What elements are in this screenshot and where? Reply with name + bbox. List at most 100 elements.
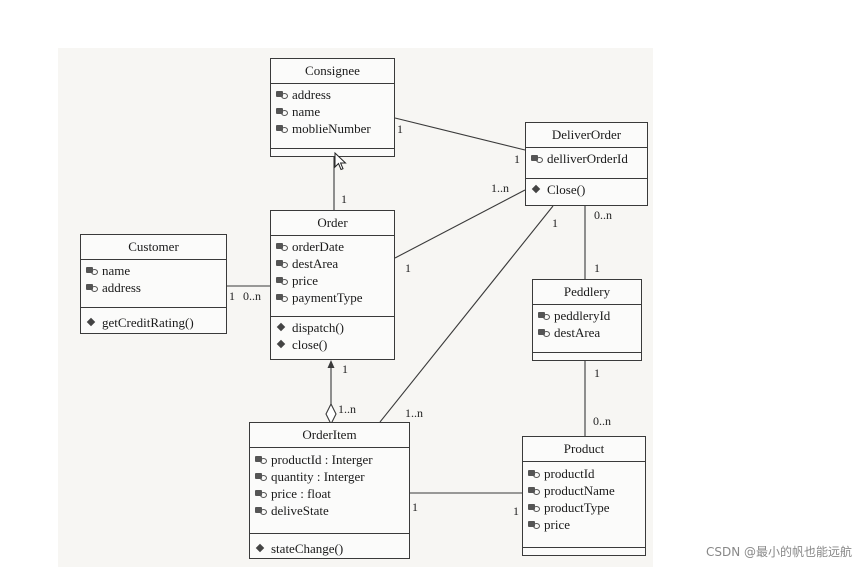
operation-compartment: Close() (526, 179, 647, 200)
multiplicity-label: 1 (342, 362, 348, 376)
attribute-row: destArea (538, 324, 641, 341)
operation-row: stateChange() (255, 540, 409, 557)
operation-icon (86, 318, 99, 328)
operation-compartment: stateChange() (250, 534, 409, 559)
attribute-icon (255, 455, 268, 465)
attribute-compartment: address name moblieNumber (271, 84, 394, 149)
operation-row: dispatch() (276, 319, 394, 336)
multiplicity-label: 1..n (491, 181, 509, 195)
multiplicity-label: 1..n (405, 406, 423, 420)
attribute-row: name (86, 262, 226, 279)
attribute-icon (276, 124, 289, 134)
attribute-row: destArea (276, 255, 394, 272)
attribute-icon (276, 276, 289, 286)
multiplicity-label: 1 (412, 500, 418, 514)
operation-compartment: getCreditRating() (81, 308, 226, 333)
attribute-compartment: name address (81, 260, 226, 308)
attribute-compartment: peddleryId destArea (533, 305, 641, 353)
multiplicity-label: 0..n (593, 414, 611, 428)
class-peddlery[interactable]: Peddlery peddleryId destArea (532, 279, 642, 361)
consignee-deliverorder-line (394, 117, 526, 151)
multiplicity-label: 1 (594, 366, 600, 380)
deliverorder-orderitem-line (379, 205, 554, 423)
mouse-pointer-icon (334, 152, 347, 171)
operation-row: getCreditRating() (86, 314, 226, 331)
operation-icon (276, 340, 289, 350)
attribute-compartment: orderDate destArea price paymentType (271, 236, 394, 317)
operation-icon (255, 544, 268, 554)
attribute-row: productId : Interger (255, 451, 409, 468)
attribute-icon (255, 472, 268, 482)
attribute-row: productType (528, 499, 645, 516)
order-deliverorder-line (394, 189, 526, 259)
attribute-icon (276, 107, 289, 117)
attribute-icon (255, 489, 268, 499)
attribute-icon (528, 469, 541, 479)
attribute-row: orderDate (276, 238, 394, 255)
class-product[interactable]: Product productId productName productTyp… (522, 436, 646, 556)
attribute-row: price (276, 272, 394, 289)
attribute-row: paymentType (276, 289, 394, 306)
class-title: Customer (81, 235, 226, 260)
attribute-icon (538, 328, 551, 338)
attribute-compartment: productId : Interger quantity : Interger… (250, 448, 409, 534)
multiplicity-label: 1..n (338, 402, 356, 416)
attribute-compartment: productId productName productType price (523, 462, 645, 548)
class-title: Order (271, 211, 394, 236)
attribute-icon (531, 154, 544, 164)
class-title: Product (523, 437, 645, 462)
attribute-icon (528, 486, 541, 496)
attribute-icon (276, 293, 289, 303)
attribute-row: delliverOrderId (531, 150, 647, 167)
class-title: Consignee (271, 59, 394, 84)
multiplicity-label: 1 (594, 261, 600, 275)
operation-icon (276, 323, 289, 333)
multiplicity-label: 1 (514, 152, 520, 166)
class-orderitem[interactable]: OrderItem productId : Interger quantity … (249, 422, 410, 559)
class-title: Peddlery (533, 280, 641, 305)
multiplicity-label: 1 (229, 289, 235, 303)
operation-icon (531, 185, 544, 195)
attribute-icon (276, 90, 289, 100)
operation-row: close() (276, 336, 394, 353)
attribute-icon (86, 283, 99, 293)
class-title: DeliverOrder (526, 123, 647, 148)
attribute-row: moblieNumber (276, 120, 394, 137)
attribute-row: price : float (255, 485, 409, 502)
attribute-row: productId (528, 465, 645, 482)
operation-compartment: dispatch() close() (271, 317, 394, 355)
multiplicity-label: 1 (552, 216, 558, 230)
multiplicity-label: 1 (341, 192, 347, 206)
attribute-icon (276, 242, 289, 252)
attribute-row: address (276, 86, 394, 103)
attribute-icon (528, 503, 541, 513)
class-customer[interactable]: Customer name address getCreditRating() (80, 234, 227, 334)
aggregation-diamond (325, 402, 337, 426)
attribute-icon (538, 311, 551, 321)
class-deliverorder[interactable]: DeliverOrder delliverOrderId Close() (525, 122, 648, 206)
attribute-icon (528, 520, 541, 530)
watermark: CSDN @最小的帆也能远航 (705, 545, 852, 559)
attribute-row: productName (528, 482, 645, 499)
attribute-icon (86, 266, 99, 276)
class-consignee[interactable]: Consignee address name moblieNumber (270, 58, 395, 157)
attribute-row: name (276, 103, 394, 120)
class-title: OrderItem (250, 423, 409, 448)
multiplicity-label: 0..n (594, 208, 612, 222)
attribute-row: price (528, 516, 645, 533)
class-order[interactable]: Order orderDate destArea price paymentTy… (270, 210, 395, 360)
attribute-row: quantity : Interger (255, 468, 409, 485)
attribute-icon (276, 259, 289, 269)
navigation-arrowhead (327, 360, 335, 368)
multiplicity-label: 1 (405, 261, 411, 275)
attribute-row: peddleryId (538, 307, 641, 324)
attribute-icon (255, 506, 268, 516)
attribute-compartment: delliverOrderId (526, 148, 647, 179)
operation-row: Close() (531, 181, 647, 198)
attribute-row: address (86, 279, 226, 296)
multiplicity-label: 1 (513, 504, 519, 518)
multiplicity-label: 0..n (243, 289, 261, 303)
attribute-row: deliveState (255, 502, 409, 519)
multiplicity-label: 1 (397, 122, 403, 136)
